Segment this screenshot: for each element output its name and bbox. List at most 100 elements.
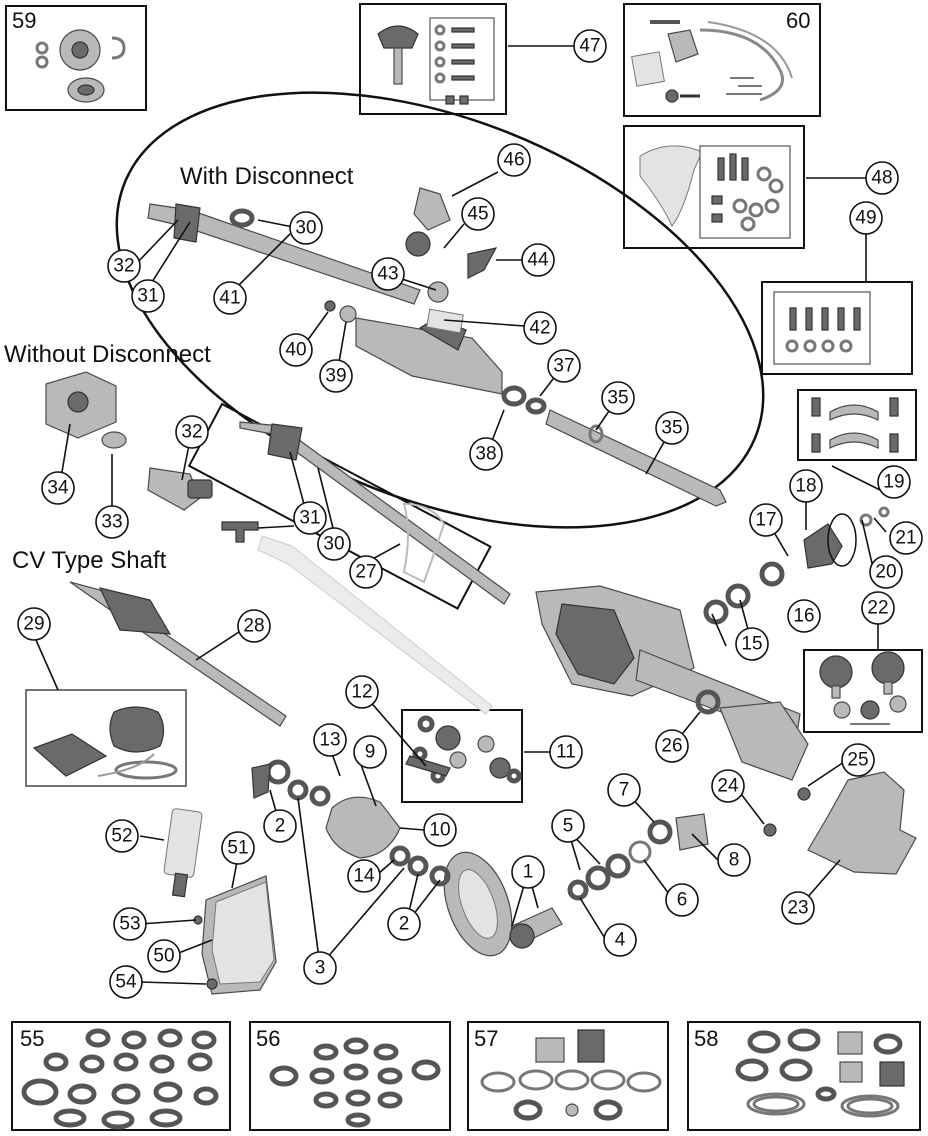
kit-48-box[interactable] <box>623 125 805 249</box>
kit-58-box[interactable]: 58 <box>687 1021 921 1131</box>
kit-59-parts-illustration <box>35 29 126 103</box>
kit-56-box[interactable]: 56 <box>249 1021 451 1131</box>
callout-14[interactable]: 14 <box>347 859 381 893</box>
callout-43[interactable]: 43 <box>371 257 405 291</box>
callout-10[interactable]: 10 <box>423 813 457 847</box>
steering-knuckle <box>807 771 917 875</box>
callout-20[interactable]: 20 <box>869 555 903 589</box>
kit-60-box[interactable]: 60 <box>623 3 821 117</box>
callout-29[interactable]: 29 <box>17 607 51 641</box>
svg-text:38: 38 <box>475 444 496 465</box>
callout-3[interactable]: 3 <box>303 951 337 985</box>
callout-18[interactable]: 18 <box>789 469 823 503</box>
callout-5[interactable]: 5 <box>551 809 585 843</box>
callout-26[interactable]: 26 <box>655 729 689 763</box>
svg-text:40: 40 <box>285 340 306 361</box>
svg-text:8: 8 <box>729 850 740 871</box>
callout-52[interactable]: 52 <box>105 819 139 853</box>
callout-49[interactable]: 49 <box>849 201 883 235</box>
callout-24[interactable]: 24 <box>711 769 745 803</box>
svg-text:21: 21 <box>895 528 916 549</box>
svg-text:32: 32 <box>181 422 202 443</box>
cv-type-shaft-heading: CV Type Shaft <box>12 547 167 574</box>
callout-31-lower[interactable]: 31 <box>293 501 327 535</box>
callout-22[interactable]: 22 <box>861 591 895 625</box>
kit-19-box[interactable] <box>797 389 917 461</box>
callout-45[interactable]: 45 <box>461 197 495 231</box>
svg-text:42: 42 <box>529 318 550 339</box>
kit-22-box[interactable] <box>803 649 923 733</box>
kit-49-box[interactable] <box>761 281 913 375</box>
callout-35-right[interactable]: 35 <box>655 411 689 445</box>
svg-text:18: 18 <box>795 476 816 497</box>
svg-text:41: 41 <box>219 288 240 309</box>
svg-text:33: 33 <box>101 512 122 533</box>
svg-text:29: 29 <box>23 614 44 635</box>
callout-15[interactable]: 15 <box>735 627 769 661</box>
svg-text:37: 37 <box>553 356 574 377</box>
callout-8[interactable]: 8 <box>717 843 751 877</box>
callout-31-upper[interactable]: 31 <box>131 279 165 313</box>
kit-59-box[interactable]: 59 <box>5 5 147 111</box>
callout-9[interactable]: 9 <box>353 735 387 769</box>
inner-right-shaft <box>501 385 727 507</box>
callout-11[interactable]: 11 <box>549 735 583 769</box>
svg-text:44: 44 <box>527 250 549 271</box>
callout-1[interactable]: 1 <box>511 855 545 889</box>
callout-44[interactable]: 44 <box>521 243 555 277</box>
callout-42[interactable]: 42 <box>523 311 557 345</box>
callout-25[interactable]: 25 <box>841 743 875 777</box>
svg-text:51: 51 <box>227 838 248 859</box>
callout-46[interactable]: 46 <box>497 143 531 177</box>
callout-7[interactable]: 7 <box>607 773 641 807</box>
callout-34[interactable]: 34 <box>41 471 75 505</box>
callout-35-left[interactable]: 35 <box>601 381 635 415</box>
callout-30-upper[interactable]: 30 <box>289 211 323 245</box>
svg-text:6: 6 <box>677 890 688 911</box>
svg-text:31: 31 <box>299 508 320 529</box>
callout-17[interactable]: 17 <box>749 503 783 537</box>
callout-23[interactable]: 23 <box>781 891 815 925</box>
kit-55-box[interactable]: 55 <box>11 1021 231 1131</box>
diff-cover <box>193 875 277 995</box>
callout-48[interactable]: 48 <box>865 161 899 195</box>
callout-41[interactable]: 41 <box>213 281 247 315</box>
pinion-gear-set <box>443 851 563 957</box>
kit-29-box[interactable] <box>25 689 187 787</box>
callout-27[interactable]: 27 <box>349 555 383 589</box>
svg-text:20: 20 <box>875 562 896 583</box>
svg-text:3: 3 <box>315 958 326 979</box>
svg-text:12: 12 <box>351 682 372 703</box>
callout-12[interactable]: 12 <box>345 675 379 709</box>
callout-47[interactable]: 47 <box>573 29 607 63</box>
callout-50[interactable]: 50 <box>147 939 181 973</box>
callout-13[interactable]: 13 <box>313 723 347 757</box>
svg-text:10: 10 <box>429 820 450 841</box>
callout-39[interactable]: 39 <box>319 359 353 393</box>
svg-text:52: 52 <box>111 826 132 847</box>
callout-21[interactable]: 21 <box>889 521 923 555</box>
callout-2-lower[interactable]: 2 <box>387 907 421 941</box>
callout-38[interactable]: 38 <box>469 437 503 471</box>
callout-33[interactable]: 33 <box>95 505 129 539</box>
callout-37[interactable]: 37 <box>547 349 581 383</box>
callout-51[interactable]: 51 <box>221 831 255 865</box>
callout-28[interactable]: 28 <box>237 609 271 643</box>
svg-text:46: 46 <box>503 150 524 171</box>
callout-6[interactable]: 6 <box>665 883 699 917</box>
without-disconnect-heading: Without Disconnect <box>4 341 211 368</box>
kit-57-box[interactable]: 57 <box>467 1021 669 1131</box>
svg-text:31: 31 <box>137 286 158 307</box>
kit-47-box[interactable] <box>359 3 507 115</box>
callout-4[interactable]: 4 <box>603 923 637 957</box>
callout-53[interactable]: 53 <box>113 907 147 941</box>
callout-54[interactable]: 54 <box>109 965 143 999</box>
callout-16[interactable]: 16 <box>787 599 821 633</box>
callout-40[interactable]: 40 <box>279 333 313 367</box>
callout-32-lower[interactable]: 32 <box>175 415 209 449</box>
callout-30-lower[interactable]: 30 <box>317 527 351 561</box>
callout-19[interactable]: 19 <box>877 465 911 499</box>
callout-32-upper[interactable]: 32 <box>107 249 141 283</box>
callout-2-upper[interactable]: 2 <box>263 809 297 843</box>
kit-11-box[interactable] <box>401 709 523 803</box>
